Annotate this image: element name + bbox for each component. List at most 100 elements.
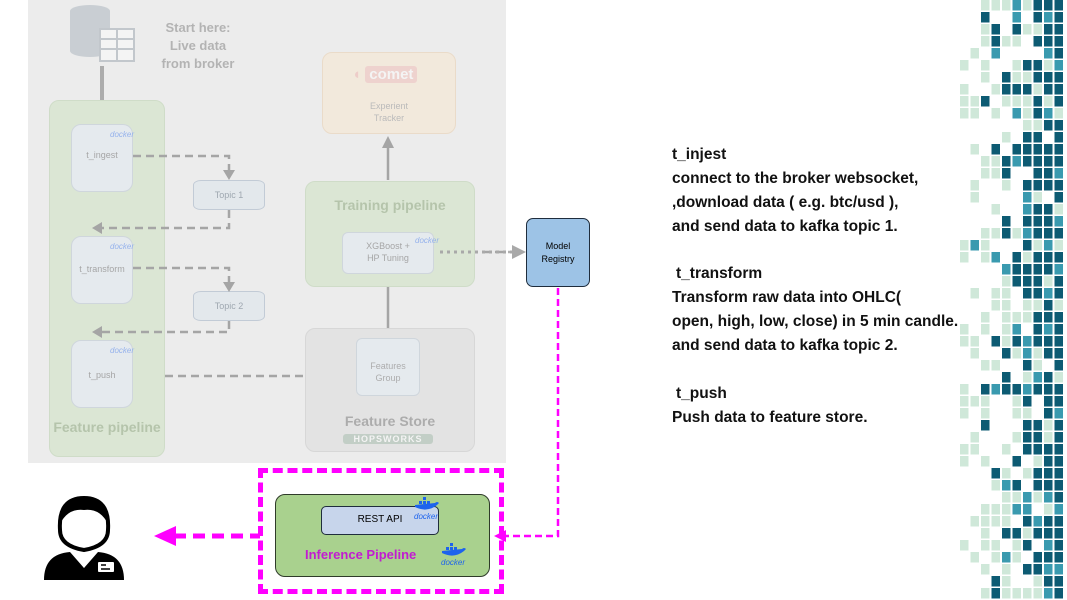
mosaic-tile bbox=[960, 336, 969, 347]
mosaic-tile bbox=[991, 108, 1000, 119]
mosaic-tile bbox=[1054, 132, 1063, 143]
training-pipeline-label: Training pipeline bbox=[334, 197, 446, 213]
docker-icon: docker bbox=[440, 543, 468, 569]
mosaic-tile bbox=[1044, 456, 1053, 467]
mosaic-tile bbox=[1023, 96, 1032, 107]
mosaic-tile bbox=[1023, 360, 1032, 371]
mosaic-tile bbox=[981, 504, 990, 515]
mosaic-tile bbox=[1033, 180, 1042, 191]
mosaic-tile bbox=[1002, 168, 1011, 179]
tracker-label: Experient Tracker bbox=[322, 100, 456, 124]
mosaic-tile bbox=[1002, 300, 1011, 311]
mosaic-tile bbox=[1033, 84, 1042, 95]
mosaic-tile bbox=[1023, 0, 1032, 11]
mosaic-tile bbox=[1023, 216, 1032, 227]
mosaic-tile bbox=[1033, 444, 1042, 455]
mosaic-tile bbox=[1033, 120, 1042, 131]
mosaic-tile bbox=[1044, 444, 1053, 455]
mosaic-tile bbox=[981, 384, 990, 395]
mosaic-tile bbox=[1023, 312, 1032, 323]
mosaic-tile bbox=[1002, 276, 1011, 287]
mosaic-tile bbox=[1023, 204, 1032, 215]
transform-line-2: open, high, low, close) in 5 min candle. bbox=[672, 313, 959, 330]
source-label-line1: Start here: bbox=[165, 20, 231, 35]
mosaic-tile bbox=[1054, 300, 1063, 311]
mosaic-tile bbox=[1012, 324, 1021, 335]
mosaic-tile bbox=[970, 48, 979, 59]
feature-pipeline-label: Feature pipeline bbox=[53, 419, 161, 435]
mosaic-tile bbox=[960, 84, 969, 95]
mosaic-tile bbox=[1033, 264, 1042, 275]
mosaic-tile bbox=[970, 108, 979, 119]
mosaic-tile bbox=[1023, 84, 1032, 95]
mosaic-tile bbox=[1054, 432, 1063, 443]
mosaic-tile bbox=[960, 444, 969, 455]
mosaic-tile bbox=[1044, 564, 1053, 575]
source-label-line2: Live data bbox=[169, 38, 227, 53]
mosaic-tile bbox=[1054, 348, 1063, 359]
mosaic-tile bbox=[970, 144, 979, 155]
mosaic-tile bbox=[1002, 324, 1011, 335]
inference-pipeline-title: Inference Pipeline bbox=[305, 547, 417, 562]
mosaic-tile bbox=[1054, 24, 1063, 35]
feature-store-container bbox=[305, 328, 475, 452]
mosaic-tile bbox=[1033, 12, 1042, 23]
mosaic-tile bbox=[1002, 288, 1011, 299]
mosaic-tile bbox=[981, 588, 990, 599]
mosaic-tile bbox=[960, 408, 969, 419]
mosaic-tile bbox=[1054, 576, 1063, 587]
mosaic-tile bbox=[981, 36, 990, 47]
model-registry-box bbox=[526, 218, 590, 287]
mosaic-tile bbox=[960, 60, 969, 71]
mosaic-tile bbox=[1044, 48, 1053, 59]
mosaic-tile bbox=[1023, 504, 1032, 515]
xgboost-box bbox=[342, 232, 434, 274]
mosaic-tile bbox=[1023, 336, 1032, 347]
mosaic-tile bbox=[1054, 96, 1063, 107]
mosaic-tile bbox=[1033, 24, 1042, 35]
mosaic-tile bbox=[1002, 588, 1011, 599]
mosaic-tile bbox=[1012, 60, 1021, 71]
mosaic-tile bbox=[1033, 312, 1042, 323]
mosaic-tile bbox=[970, 516, 979, 527]
mosaic-tile bbox=[1054, 84, 1063, 95]
mosaic-tile bbox=[1023, 288, 1032, 299]
mosaic-tile bbox=[981, 456, 990, 467]
mosaic-tile bbox=[960, 396, 969, 407]
mosaic-tile bbox=[1044, 108, 1053, 119]
mosaic-tile bbox=[1033, 348, 1042, 359]
mosaic-tile bbox=[1054, 252, 1063, 263]
mosaic-tile bbox=[1002, 564, 1011, 575]
mosaic-tile bbox=[981, 12, 990, 23]
mosaic-tile bbox=[981, 360, 990, 371]
ingest-title: t_injest bbox=[672, 146, 727, 163]
mosaic-tile bbox=[1054, 108, 1063, 119]
mosaic-tile bbox=[1044, 372, 1053, 383]
mosaic-tile bbox=[981, 252, 990, 263]
mosaic-tile bbox=[1033, 252, 1042, 263]
hopsworks-logo: HOPSWORKS bbox=[343, 434, 433, 444]
mosaic-tile bbox=[1023, 384, 1032, 395]
model-registry-label: Model Registry bbox=[526, 240, 590, 266]
mosaic-tile bbox=[1012, 588, 1021, 599]
docker-icon: docker bbox=[110, 346, 135, 355]
mosaic-tile bbox=[1054, 168, 1063, 179]
mosaic-tile bbox=[1044, 468, 1053, 479]
mosaic-tile bbox=[1002, 0, 1011, 11]
mosaic-tile bbox=[1012, 12, 1021, 23]
mosaic-tile bbox=[1033, 324, 1042, 335]
mosaic-tile bbox=[1023, 432, 1032, 443]
mosaic-tile bbox=[1033, 96, 1042, 107]
ingest-line-3: and send data to kafka topic 1. bbox=[672, 218, 898, 235]
mosaic-tile bbox=[1044, 384, 1053, 395]
mosaic-tile bbox=[1044, 60, 1053, 71]
mosaic-tile bbox=[1002, 516, 1011, 527]
mosaic-tile bbox=[1054, 408, 1063, 419]
mosaic-tile bbox=[960, 540, 969, 551]
push-title: t_push bbox=[676, 385, 727, 402]
model-registry-line1: Model bbox=[545, 241, 571, 251]
mosaic-tile bbox=[1012, 264, 1021, 275]
mosaic-tile bbox=[1044, 252, 1053, 263]
mosaic-tile bbox=[981, 516, 990, 527]
mosaic-tile bbox=[991, 384, 1000, 395]
